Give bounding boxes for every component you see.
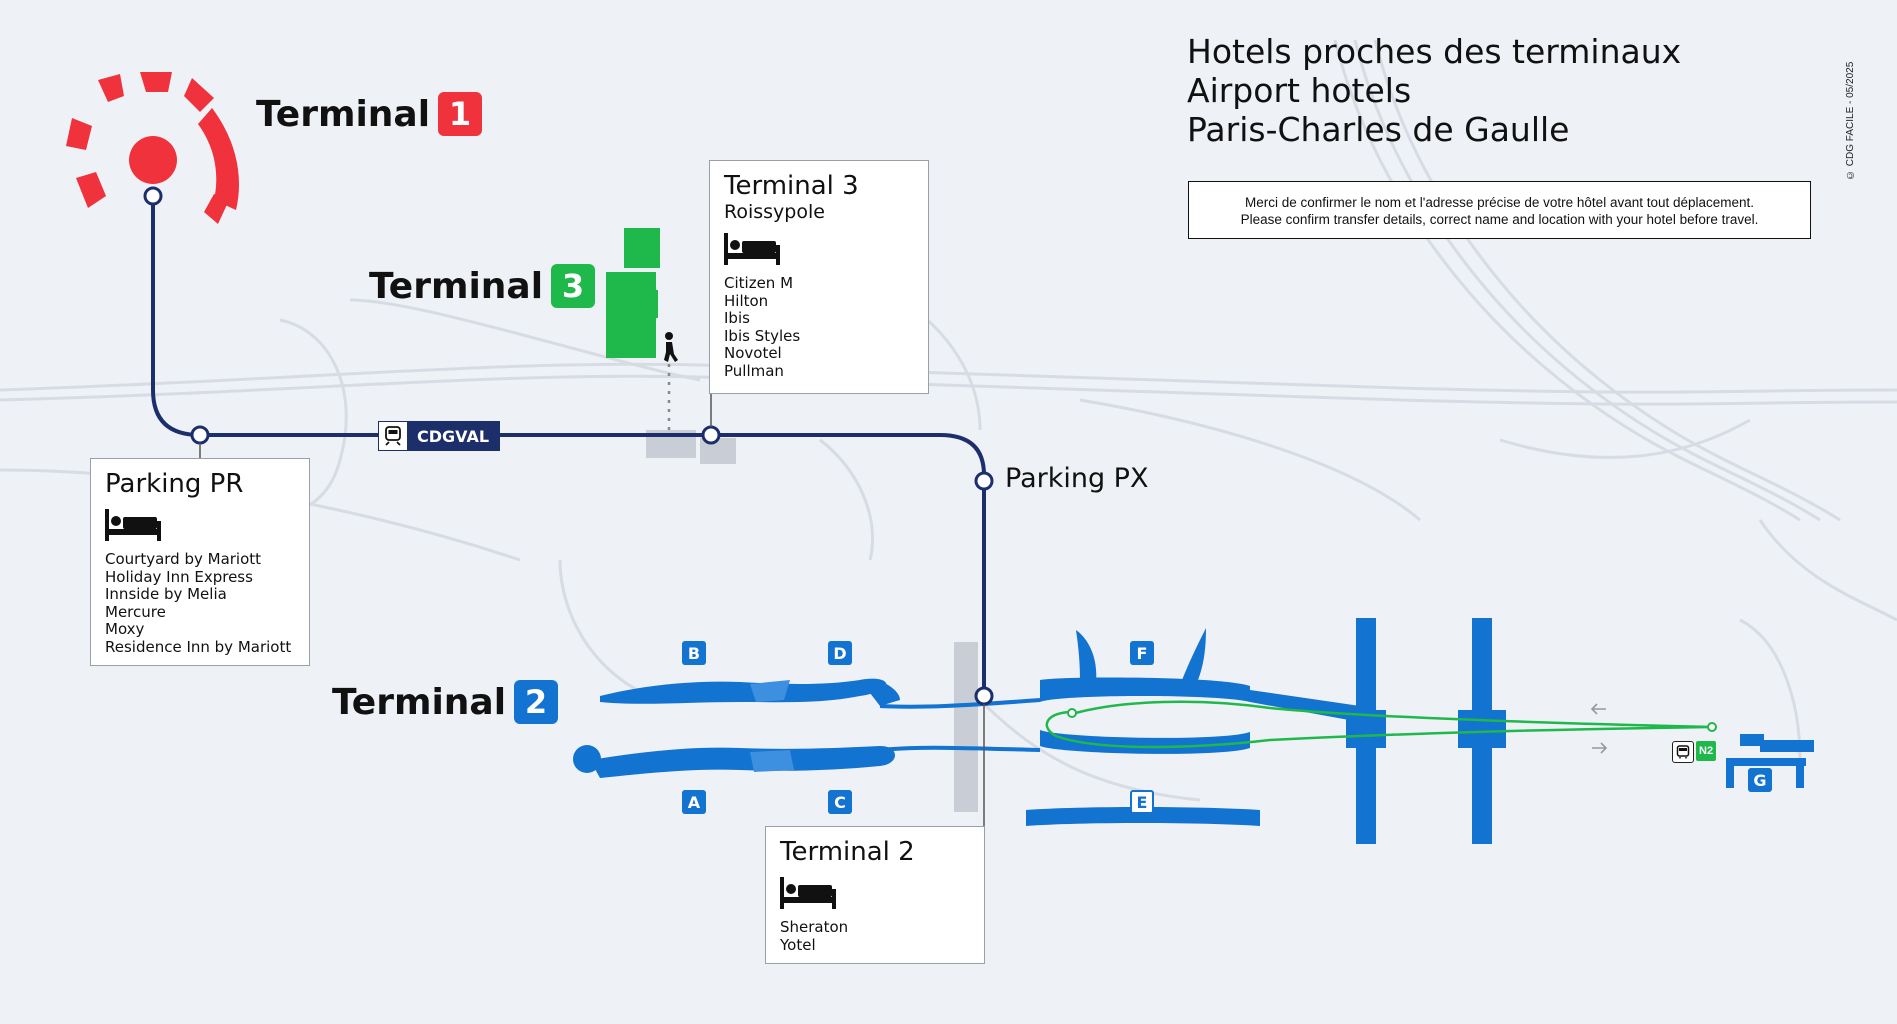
- map-title: Hotels proches des terminaux Airport hot…: [1187, 32, 1681, 149]
- station-parking-px: [974, 471, 994, 491]
- station-terminal2: [974, 686, 994, 706]
- terminal2-word: Terminal: [332, 681, 507, 723]
- shuttle-end-stop-g: [1707, 722, 1717, 732]
- terminal2-link-south: [879, 745, 1041, 752]
- gate-g: G: [1748, 768, 1772, 792]
- bed-icon: [780, 877, 836, 909]
- hotel-item: Mercure: [105, 602, 166, 621]
- terminal1-label: Terminal 1: [256, 92, 483, 136]
- hotel-item: Hilton: [724, 291, 769, 310]
- card-terminal2: Terminal 2 Sheraton Yotel: [765, 826, 985, 964]
- notice-en: Please confirm transfer details, correct…: [1240, 212, 1759, 227]
- terminal2-link: [879, 698, 1041, 709]
- hotel-item: Moxy: [105, 620, 145, 639]
- gate-b: B: [682, 641, 706, 665]
- direction-arrows: [1590, 703, 1608, 754]
- notice-box: Merci de confirmer le nom et l'adresse p…: [1188, 181, 1811, 239]
- parking-px-label: Parking PX: [1005, 463, 1149, 494]
- cdgval-label: CDGVAL: [407, 422, 500, 450]
- terminal2-badge: 2: [514, 680, 559, 724]
- shuttle-n2-tag: N2: [1672, 741, 1717, 763]
- shuttle-n2-label: N2: [1696, 741, 1717, 761]
- shuttle-end-stop: [1067, 708, 1077, 718]
- terminal1-word: Terminal: [256, 93, 431, 135]
- card-terminal3: Terminal 3 Roissypole Citizen M Hilton I…: [709, 160, 929, 394]
- hotel-item: Courtyard by Mariott: [105, 550, 262, 568]
- terminal2-building: [573, 618, 1814, 844]
- bed-icon: [105, 509, 161, 541]
- hotel-item: Residence Inn by Mariott: [105, 637, 292, 656]
- terminal2-label: Terminal 2: [332, 680, 559, 724]
- copyright: © CDG FACILE - 05/2025: [1845, 61, 1856, 180]
- hotel-item: Sheraton: [780, 918, 849, 936]
- title-line-location: Paris-Charles de Gaulle: [1187, 110, 1570, 149]
- terminal2-station-block: [954, 642, 978, 812]
- card-terminal2-title: Terminal 2: [780, 837, 915, 867]
- bed-icon: [724, 233, 780, 265]
- cdgval-tag: CDGVAL: [378, 421, 501, 451]
- station-parking-pr: [190, 425, 210, 445]
- gate-a: A: [682, 790, 706, 814]
- hotel-item: Holiday Inn Express: [105, 567, 253, 586]
- hotel-item: Pullman: [724, 361, 784, 380]
- card-terminal3-title: Terminal 3: [724, 171, 859, 201]
- hotel-item: Innside by Melia: [105, 585, 227, 604]
- gate-c: C: [828, 790, 852, 814]
- hotel-item: Citizen M: [724, 274, 794, 292]
- title-line-fr: Hotels proches des terminaux: [1187, 32, 1682, 71]
- train-icon: [379, 422, 407, 450]
- hotel-item: Yotel: [780, 935, 816, 954]
- hotel-item: Novotel: [724, 344, 782, 363]
- terminal3-badge: 3: [551, 264, 596, 308]
- terminal3-word: Terminal: [369, 265, 544, 307]
- card-terminal2-hotels: Sheraton Yotel: [780, 918, 970, 954]
- gate-e: E: [1130, 790, 1154, 814]
- shuttle-line: [1045, 700, 1713, 749]
- gate-d: D: [828, 641, 852, 665]
- station-terminal3: [701, 425, 721, 445]
- terminal3-building: [606, 228, 660, 358]
- pedestrian-icon: [664, 332, 678, 362]
- hotel-item: Ibis Styles: [724, 326, 801, 345]
- card-parking-pr-title: Parking PR: [105, 469, 244, 499]
- terminal1-building: [66, 72, 239, 224]
- card-parking-pr-hotels: Courtyard by Mariott Holiday Inn Express…: [105, 550, 295, 657]
- road-network: [0, 39, 1897, 802]
- gate-f: F: [1130, 641, 1154, 665]
- terminal3-label: Terminal 3: [369, 264, 596, 308]
- bus-icon: [1672, 741, 1694, 763]
- card-terminal3-subtitle: Roissypole: [724, 201, 825, 223]
- terminal1-badge: 1: [438, 92, 483, 136]
- hotel-item: Ibis: [724, 309, 750, 328]
- title-line-en: Airport hotels: [1187, 71, 1412, 110]
- station-terminal1: [143, 186, 163, 206]
- card-terminal3-hotels: Citizen M Hilton Ibis Ibis Styles Novote…: [724, 274, 914, 381]
- card-parking-pr: Parking PR Courtyard by Mariott Holiday …: [90, 458, 310, 666]
- notice-fr: Merci de confirmer le nom et l'adresse p…: [1244, 195, 1755, 210]
